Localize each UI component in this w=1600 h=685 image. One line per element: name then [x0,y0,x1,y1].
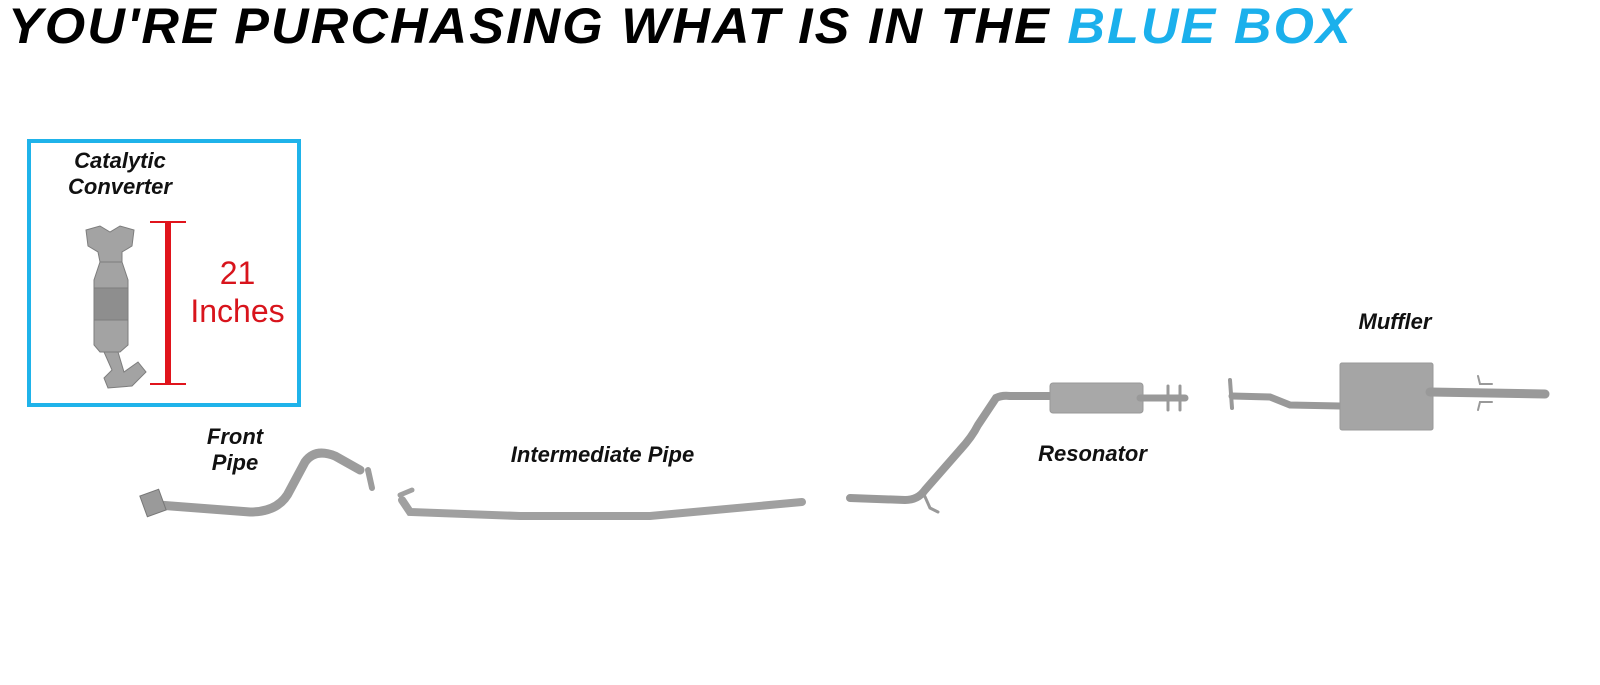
intermediate-pipe-label: Intermediate Pipe [510,442,695,467]
label-line: Catalytic [74,148,166,173]
muffler-image [1228,362,1550,431]
catalytic-converter-label: Catalytic Converter [40,148,200,200]
title-text: YOU'RE PURCHASING WHAT IS IN THE [8,0,1051,54]
front-pipe-image [139,448,375,518]
resonator-label: Resonator [1038,441,1147,466]
dimension-label: 21 Inches [180,254,295,330]
title-highlight: BLUE BOX [1067,0,1353,54]
dimension-unit: Inches [190,293,285,329]
resonator-image [846,382,1189,514]
intermediate-pipe-image [397,487,806,520]
label-line: Front [206,424,264,449]
selected-part-box [27,139,301,407]
dimension-value: 21 [219,255,256,291]
front-pipe-label: Front Pipe [190,424,280,476]
catalytic-converter-image [85,225,147,389]
muffler-label: Muffler [1358,309,1432,334]
label-line: Pipe [211,450,259,475]
dimension-bar [150,221,186,385]
page-title: YOU'RE PURCHASING WHAT IS IN THE BLUE BO… [8,0,1353,52]
label-line: Converter [68,174,172,199]
